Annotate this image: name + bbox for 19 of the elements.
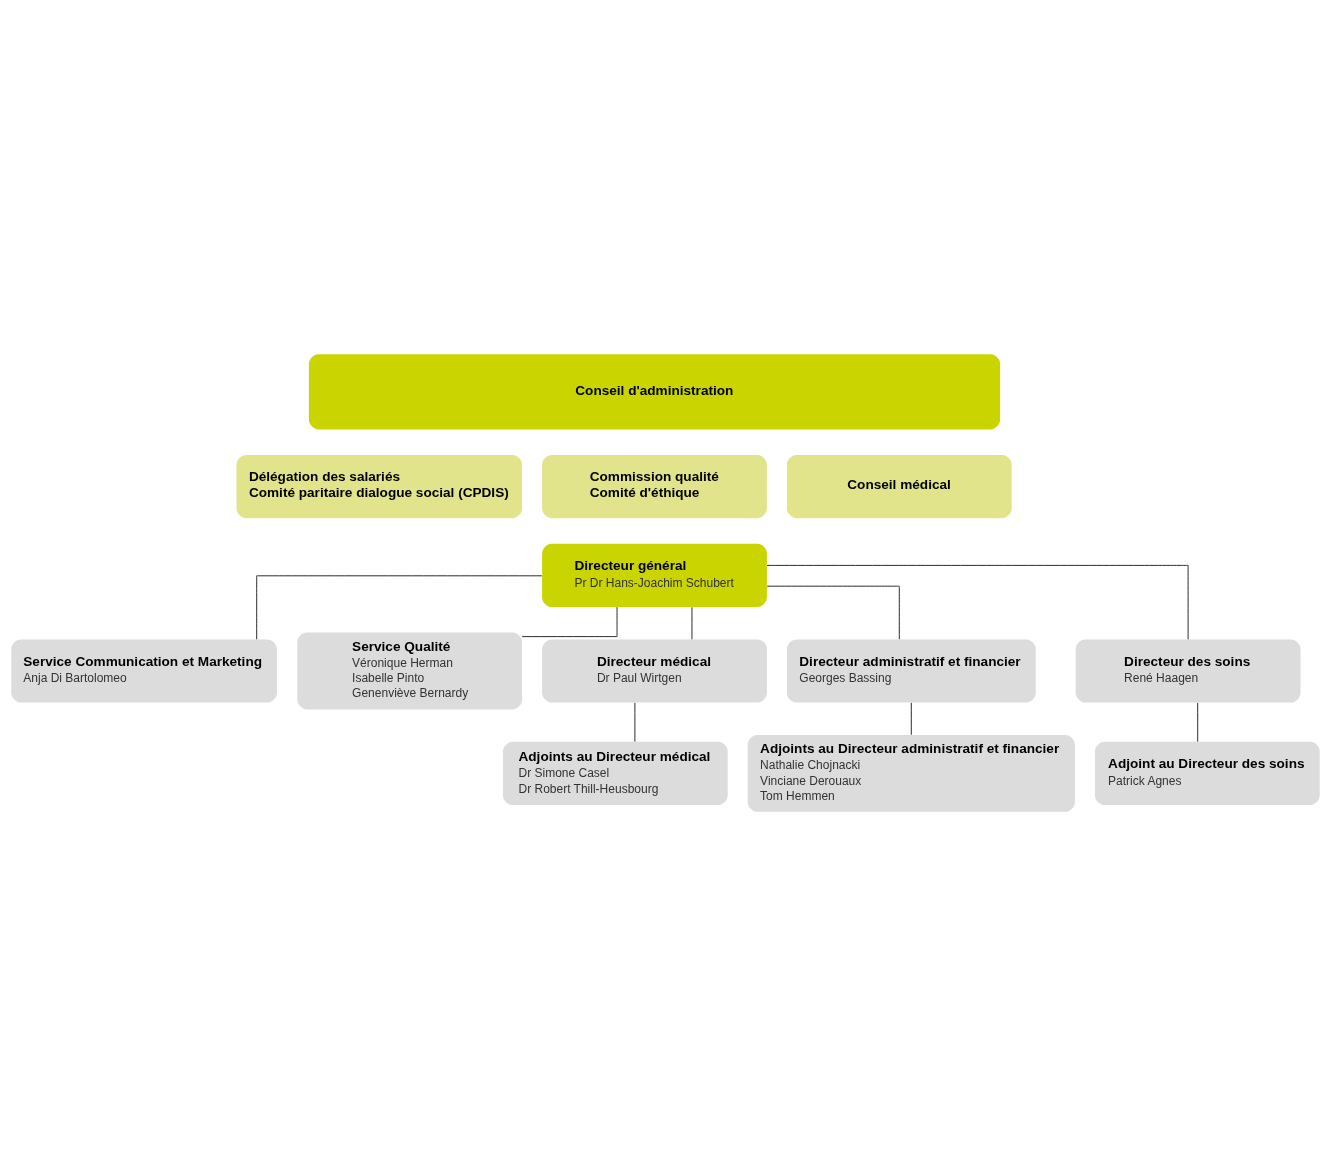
node-box: Service Communication et Marketing Anja Di Bartolomeo bbox=[11, 638, 277, 703]
node-box: Conseil médical bbox=[786, 454, 1012, 518]
connector bbox=[910, 701, 912, 735]
node-box: Commission qualité Comité d'éthique bbox=[542, 454, 767, 518]
node-box: Service Qualité Véronique Herman Isabelle Pinto Genenviève Bernardy bbox=[297, 632, 523, 709]
node-box: Délégation des salariés Comité paritaire dialogue social (CPDIS) bbox=[236, 454, 523, 518]
node-box: Directeur général Pr Dr Hans-Joachim Schubert bbox=[542, 543, 767, 607]
connector bbox=[766, 564, 1189, 640]
node-box: Conseil d'administration bbox=[308, 353, 1001, 429]
connector bbox=[766, 585, 900, 640]
node-box: Directeur administratif et financier Georges Bassing bbox=[786, 638, 1036, 703]
connector bbox=[256, 574, 543, 640]
node-box: Adjoint au Directeur des soins Patrick Agnes bbox=[1094, 741, 1320, 805]
node-box: Adjoints au Directeur administratif et financier Nathalie Chojnacki Vinciane Derouaux Tom Hemmen bbox=[747, 734, 1075, 812]
connector bbox=[521, 606, 618, 637]
node-box: Directeur médical Dr Paul Wirtgen bbox=[542, 638, 767, 703]
node-box: Directeur des soins René Haagen bbox=[1075, 638, 1301, 703]
node-box: Adjoints au Directeur médical Dr Simone Casel Dr Robert Thill-Heusbourg bbox=[502, 741, 728, 805]
connector bbox=[1197, 701, 1199, 742]
